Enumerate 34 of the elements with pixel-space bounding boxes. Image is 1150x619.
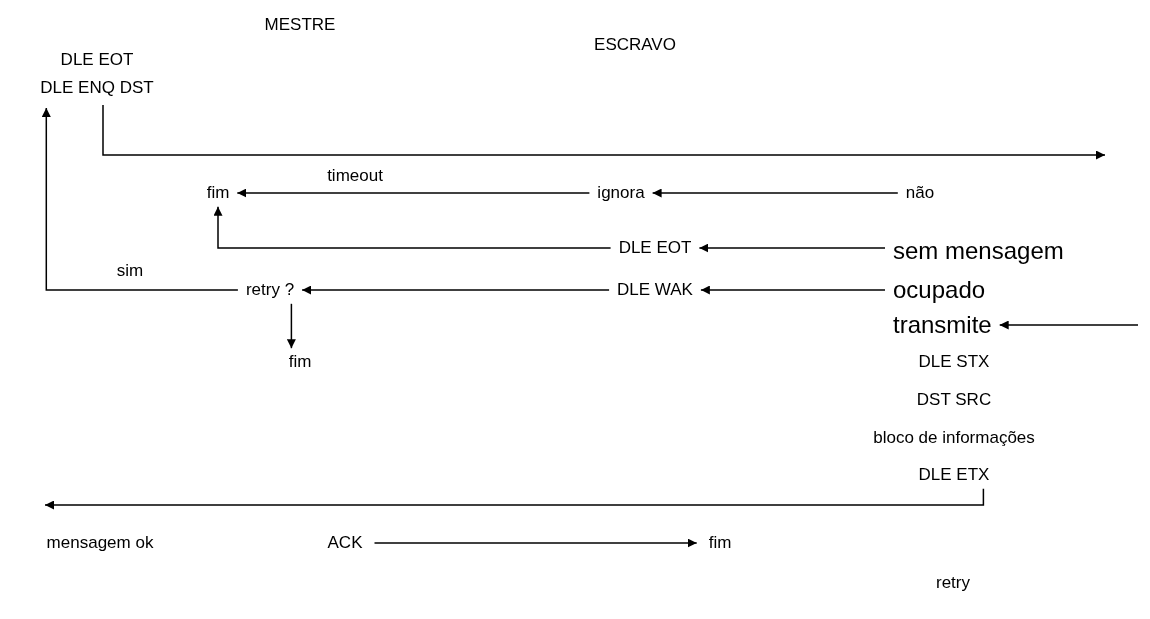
arrow — [998, 320, 1139, 330]
text-label: DLE STX — [918, 352, 990, 372]
arrow — [44, 488, 985, 510]
text-label: bloco de informações — [873, 428, 1035, 448]
message-text: DLE WAK — [617, 280, 693, 300]
arrow — [700, 285, 886, 295]
message-text: fim — [288, 352, 312, 372]
message-text: fim — [708, 533, 732, 553]
message-text: fim — [206, 183, 230, 203]
text-label: DST SRC — [916, 390, 992, 410]
message-text: retry ? — [245, 280, 295, 300]
text-label: mensagem ok — [46, 533, 154, 553]
message-text: sem mensagem — [893, 237, 1064, 265]
arrow — [373, 538, 698, 548]
message-text: DLE ENQ DST — [40, 77, 154, 99]
message-text: DLE ETX — [918, 465, 990, 485]
message-text: ocupado — [893, 276, 986, 304]
text-label: retry — [936, 573, 970, 593]
text-label: MESTRE — [264, 15, 336, 35]
text-label: ESCRAVO — [594, 35, 676, 55]
message-text: DLE EOT — [618, 238, 692, 258]
arrow — [698, 243, 886, 253]
message-text: ACK — [327, 533, 363, 553]
arrow — [236, 188, 591, 198]
arrow — [301, 285, 610, 295]
message-text: não — [905, 183, 935, 203]
message-text: DLE EOT — [59, 49, 135, 71]
arrow — [651, 188, 899, 198]
arrow — [41, 107, 239, 291]
message-text: ignora — [597, 183, 645, 203]
arrow — [213, 206, 612, 249]
message-text: transmite — [893, 311, 992, 339]
arrow — [286, 303, 296, 349]
arrow — [102, 104, 1106, 160]
